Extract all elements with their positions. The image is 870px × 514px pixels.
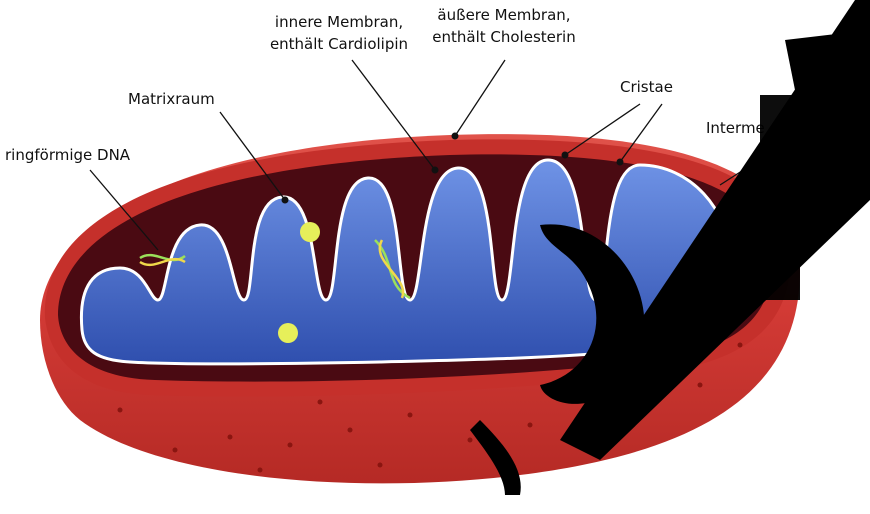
inner-membrane-label-line2: enthält Cardiolipin bbox=[270, 35, 408, 53]
dna-label: ringförmige DNA bbox=[5, 146, 131, 164]
cristae-label: Cristae bbox=[620, 78, 673, 96]
matrix-label: Matrixraum bbox=[128, 90, 215, 108]
ribosome bbox=[278, 323, 298, 343]
ribosome bbox=[300, 222, 320, 242]
intermembrane-label-start: Interme bbox=[706, 119, 765, 137]
outer-membrane-label-line2: enthält Cholesterin bbox=[432, 28, 575, 46]
outer-membrane-label-line1: äußere Membran, bbox=[437, 6, 570, 24]
inner-membrane-label-line1: innere Membran, bbox=[275, 13, 403, 31]
